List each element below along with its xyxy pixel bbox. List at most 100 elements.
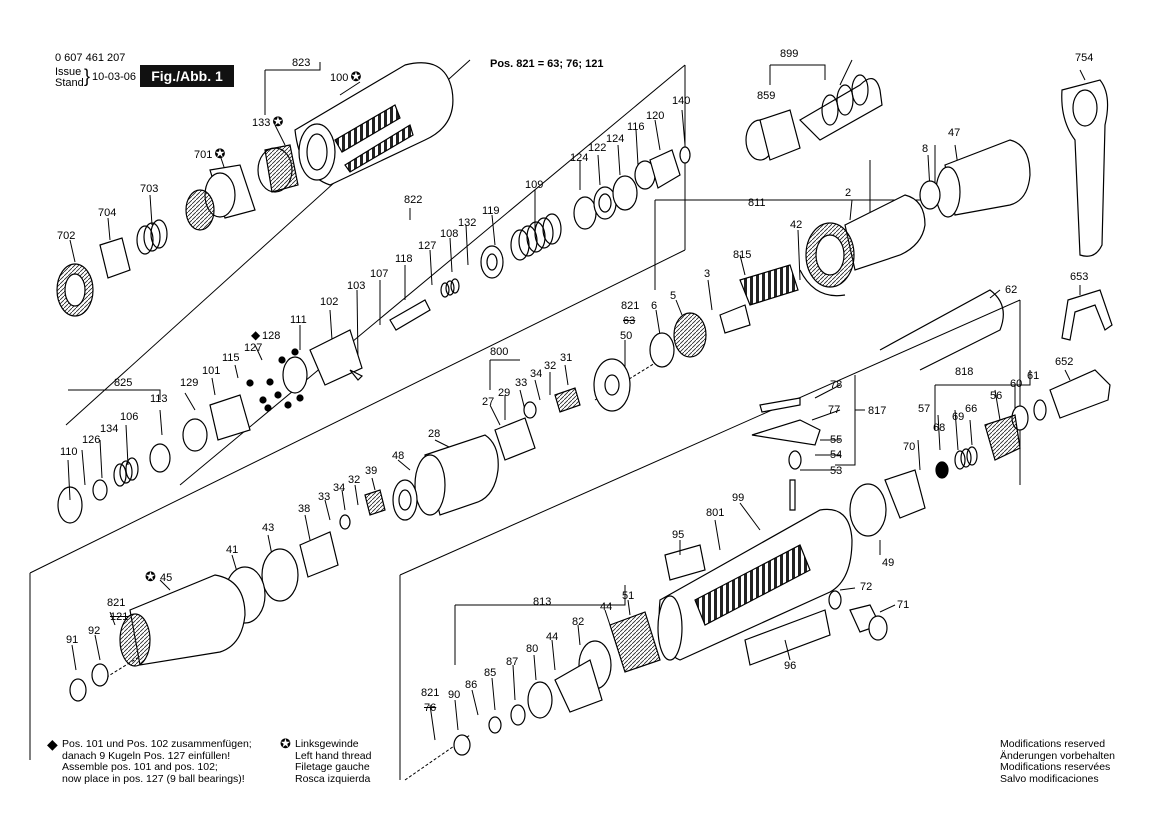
part-callout-120: 120 xyxy=(646,110,665,122)
part-callout-115: 115 xyxy=(222,352,240,364)
part-callout-87: 87 xyxy=(506,656,519,668)
part-callout-702: 702 xyxy=(57,230,76,242)
part-callout-140: 140 xyxy=(672,95,691,107)
part-callout-29: 29 xyxy=(498,387,511,399)
part-callout-56: 56 xyxy=(990,390,1003,402)
part-callout-57: 57 xyxy=(918,403,931,415)
part-callout-109: 109 xyxy=(525,179,544,191)
part-callout-8: 8 xyxy=(922,143,929,155)
assembly-note-line: Assemble pos. 101 and pos. 102; xyxy=(62,761,218,773)
part-callout-121: 121 xyxy=(110,611,129,623)
thread-note-line: Linksgewinde xyxy=(295,738,359,750)
part-callout-72: 72 xyxy=(860,581,873,593)
part-callout-111: 111 xyxy=(290,314,307,326)
part-callout-76: 76 xyxy=(424,702,437,714)
part-callout-60: 60 xyxy=(1010,378,1023,390)
part-callout-53: 53 xyxy=(830,465,843,477)
part-callout-49: 49 xyxy=(882,557,895,569)
part-callout-108: 108 xyxy=(440,228,459,240)
part-callout-132: 132 xyxy=(458,217,477,229)
part-callout-6: 6 xyxy=(651,300,658,312)
part-callout-45: 45 xyxy=(160,572,173,584)
part-callout-39: 39 xyxy=(365,465,378,477)
part-callout-800: 800 xyxy=(490,346,509,358)
thread-note-line: Rosca izquierda xyxy=(295,772,371,785)
part-callout-701: 701 xyxy=(194,149,213,161)
left-thread-star-icon: ✪ xyxy=(350,69,362,84)
part-callout-63: 63 xyxy=(623,315,636,327)
part-callout-71: 71 xyxy=(897,599,910,611)
part-callout-99: 99 xyxy=(732,492,745,504)
part-callout-811: 811 xyxy=(748,197,766,209)
issue-label: Issue xyxy=(55,66,82,78)
part-callout-5: 5 xyxy=(670,290,677,302)
thread-note-line: Filetage gauche xyxy=(295,761,370,773)
part-callout-61: 61 xyxy=(1027,370,1040,382)
assembly-note-line: danach 9 Kugeln Pos. 127 einfüllen! xyxy=(62,749,231,762)
part-callout-34: 34 xyxy=(333,482,346,494)
figure-label: Fig./Abb. 1 xyxy=(140,65,234,87)
part-callout-128: 128 xyxy=(262,330,281,342)
assembly-diamond-icon: ◆ xyxy=(251,328,261,342)
part-callout-813: 813 xyxy=(533,596,552,608)
star-icon: ✪ xyxy=(280,736,291,751)
part-callout-44: 44 xyxy=(546,631,559,643)
part-callout-55: 55 xyxy=(830,434,843,446)
part-callout-822: 822 xyxy=(404,194,423,206)
part-callout-106: 106 xyxy=(120,411,139,423)
part-callout-2: 2 xyxy=(845,187,852,199)
part-callout-48: 48 xyxy=(392,450,405,462)
brace: } xyxy=(84,66,91,86)
part-callout-68: 68 xyxy=(933,422,946,434)
part-callout-3: 3 xyxy=(704,268,711,280)
part-callout-653: 653 xyxy=(1070,271,1089,283)
left-thread-star-icon: ✪ xyxy=(272,114,284,129)
part-callout-47: 47 xyxy=(948,127,961,139)
part-callout-703: 703 xyxy=(140,183,159,195)
modifications-line: Änderungen vorbehalten xyxy=(1000,749,1116,762)
part-callout-41: 41 xyxy=(226,544,239,556)
part-callout-80: 80 xyxy=(526,643,539,655)
part-callout-101: 101 xyxy=(202,365,221,377)
stand-label: Stand xyxy=(55,77,84,89)
part-callout-66: 66 xyxy=(965,403,978,415)
part-callout-51: 51 xyxy=(622,590,635,602)
part-callout-90: 90 xyxy=(448,689,461,701)
diamond-icon: ◆ xyxy=(47,736,58,752)
part-callout-821: 821 xyxy=(421,687,440,699)
part-callout-704: 704 xyxy=(98,207,117,219)
part-callout-113: 113 xyxy=(150,393,168,405)
part-callout-817: 817 xyxy=(868,405,887,417)
part-callout-85: 85 xyxy=(484,667,497,679)
part-callout-119: 119 xyxy=(482,205,500,217)
assembly-note-line: Pos. 101 und Pos. 102 zusammenfügen; xyxy=(62,738,252,750)
thread-note-line: Left hand thread xyxy=(295,749,372,762)
part-callout-38: 38 xyxy=(298,503,311,515)
part-callout-122: 122 xyxy=(588,142,607,154)
modifications-line: Modifications reserved xyxy=(1000,738,1106,750)
part-callout-110: 110 xyxy=(60,446,78,458)
issue-date: 10-03-06 xyxy=(92,71,137,83)
part-callout-28: 28 xyxy=(428,428,441,440)
part-callout-95: 95 xyxy=(672,529,685,541)
part-callout-116: 116 xyxy=(627,121,645,133)
part-callout-133: 133 xyxy=(252,117,271,129)
part-callout-27: 27 xyxy=(482,396,495,408)
part-callout-124: 124 xyxy=(570,152,589,164)
part-callout-50: 50 xyxy=(620,330,633,342)
part-callout-34: 34 xyxy=(530,368,543,380)
part-callout-652: 652 xyxy=(1055,356,1074,368)
left-thread-star-icon: ✪ xyxy=(214,146,226,161)
part-callout-91: 91 xyxy=(66,634,79,646)
part-callout-69: 69 xyxy=(952,411,965,423)
part-callout-124: 124 xyxy=(606,133,625,145)
part-callout-33: 33 xyxy=(515,377,528,389)
part-callout-33: 33 xyxy=(318,491,331,503)
part-callout-899: 899 xyxy=(780,48,799,60)
part-callout-754: 754 xyxy=(1075,52,1094,64)
part-callout-823: 823 xyxy=(292,57,311,69)
part-callout-86: 86 xyxy=(465,679,478,691)
part-callout-96: 96 xyxy=(784,660,797,672)
part-callout-54: 54 xyxy=(830,449,843,461)
